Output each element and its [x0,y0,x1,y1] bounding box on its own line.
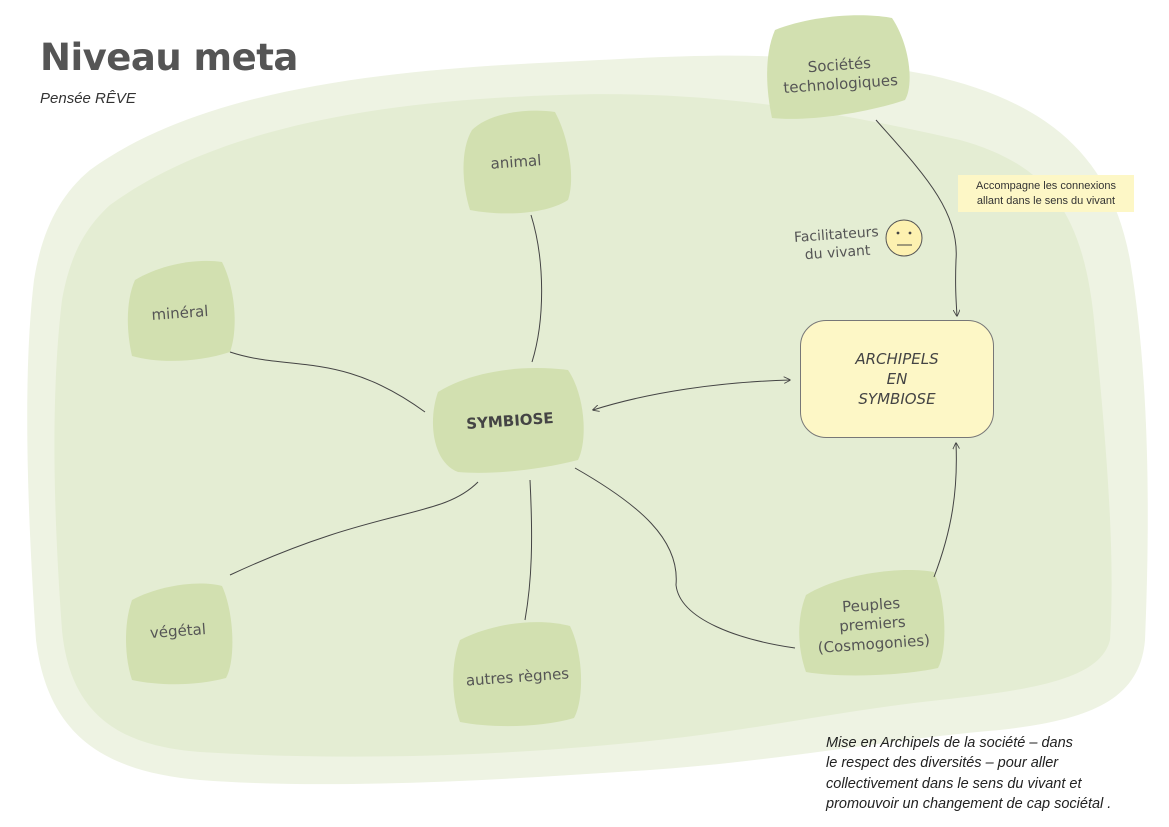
sticky-note: Accompagne les connexions allant dans le… [958,175,1134,212]
arrow-peuples-archipels [933,443,956,578]
blob-shapes [126,15,945,727]
archipels-box: ARCHIPELS EN SYMBIOSE [800,320,994,438]
line-symbiose-peuples [574,467,796,649]
node-vegetal-label: végétal [149,620,207,643]
blob-autres-regnes [453,622,582,727]
connectors [229,119,957,649]
blob-symbiose [432,368,584,473]
blob-mineral [127,260,235,361]
node-animal-label: animal [489,151,542,174]
blob-societes [767,15,910,119]
arrow-societes-archipels [875,119,957,316]
blob-peuples-premiers [799,570,945,676]
arrow-symbiose-archipels [593,380,790,410]
line-symbiose-autres [524,479,533,621]
line-mineral-symbiose [229,351,426,413]
page-title: Niveau meta [40,36,298,79]
page-subtitle: Pensée RÊVE [40,90,136,107]
node-peuples-premiers-label: Peuples premiers (Cosmogonies) [817,593,931,657]
neutral-face-icon [885,219,923,257]
caption-text: Mise en Archipels de la société – dans l… [826,735,1112,812]
node-mineral-label: minéral [150,302,210,325]
blob-vegetal [126,583,233,685]
line-symbiose-vegetal [229,481,479,576]
facilitateurs-label: Facilitateurs du vivant [793,224,880,264]
node-societes-label: Sociétés technologiques [782,53,899,97]
blob-animal [463,110,572,214]
line-animal-symbiose [530,214,543,363]
